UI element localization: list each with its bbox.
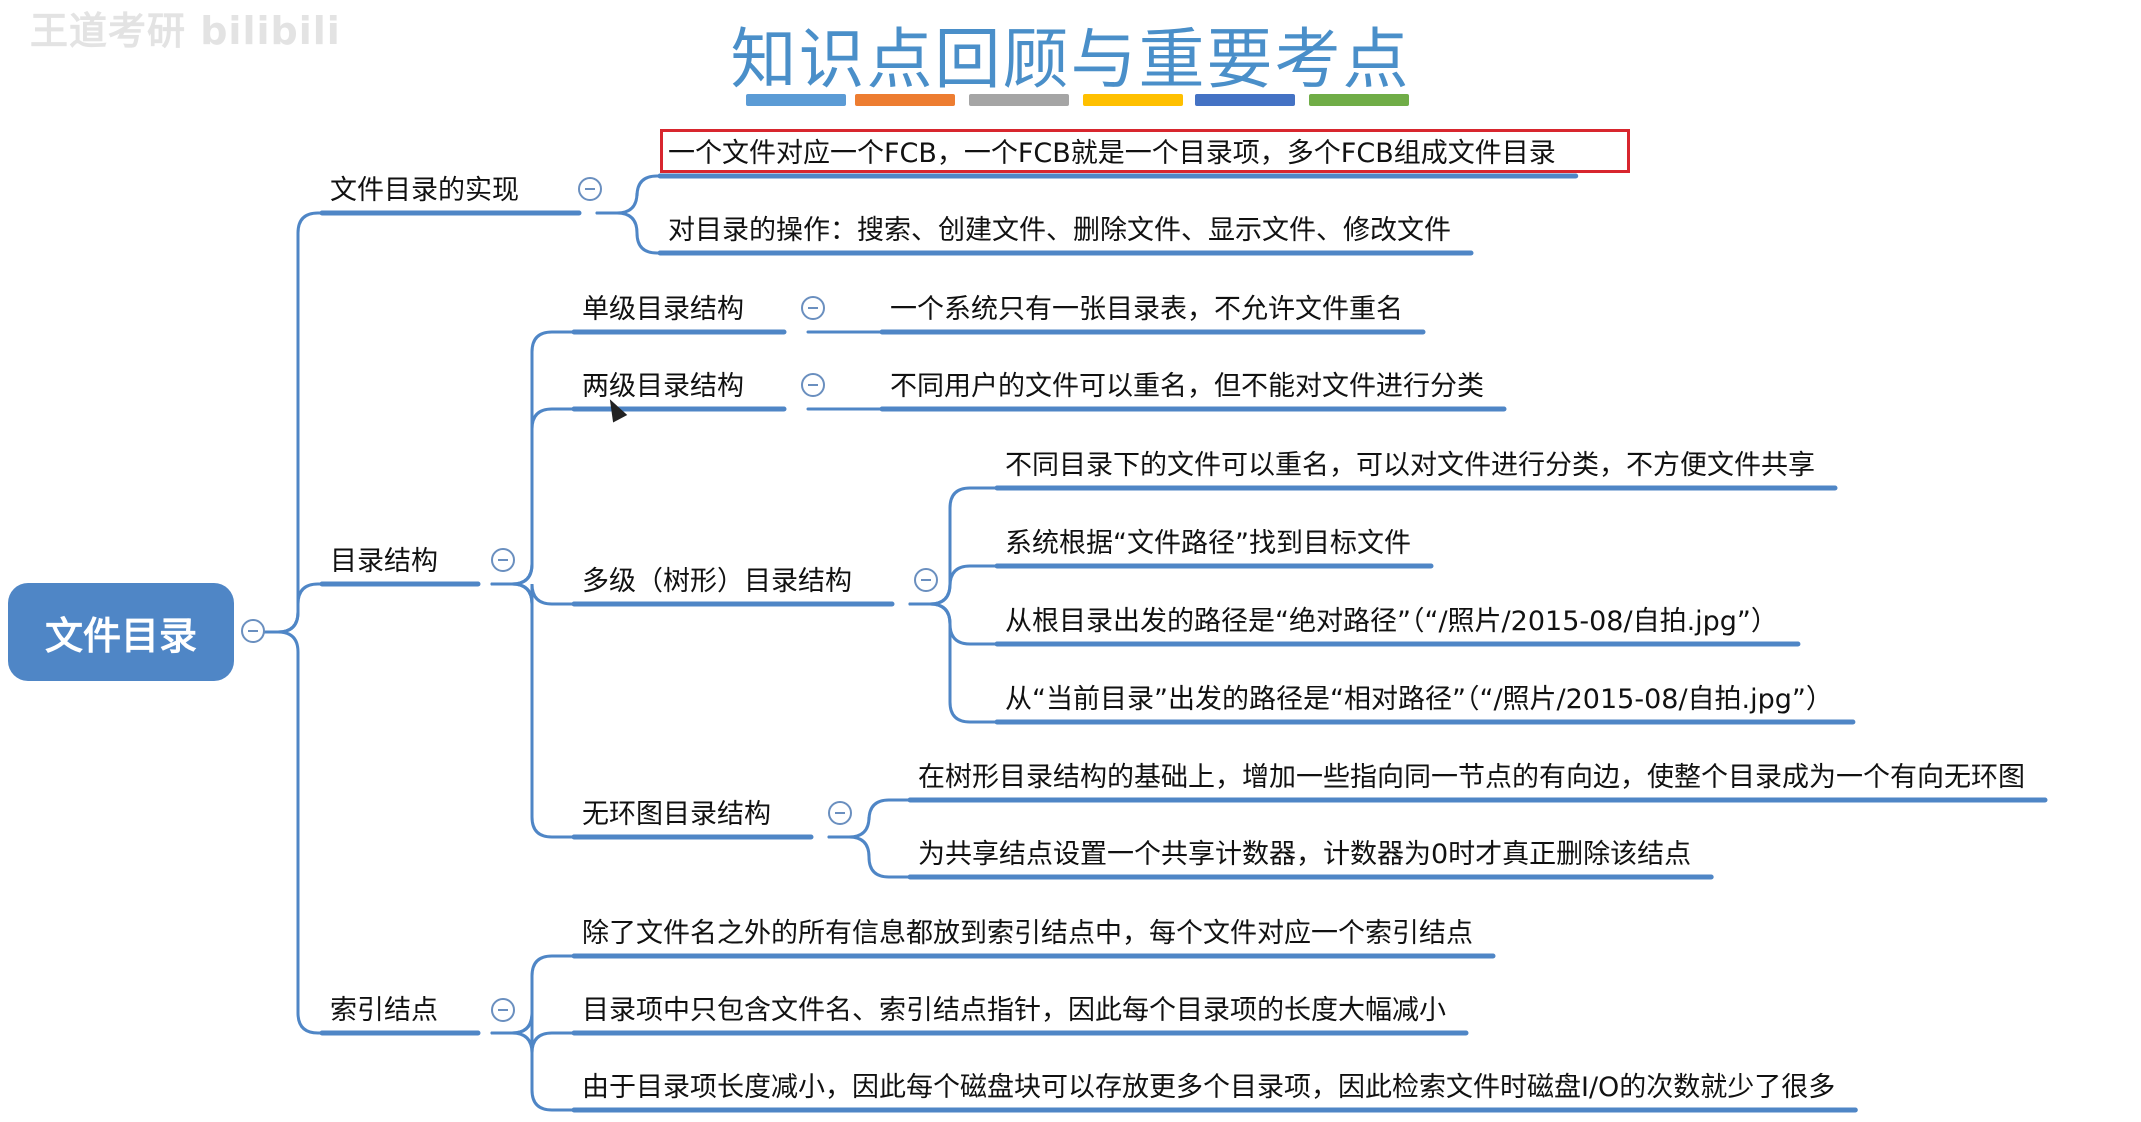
- collapse-root-icon[interactable]: [241, 619, 265, 643]
- connector-multi: [908, 602, 999, 724]
- leaf-multi-2[interactable]: 系统根据“文件路径”找到目标文件: [1005, 528, 1411, 559]
- node-acyclic[interactable]: 无环图目录结构: [582, 799, 771, 830]
- title-color-bar-4: [1083, 94, 1183, 106]
- title-color-bar-1: [746, 94, 846, 106]
- connector-inode: [490, 1031, 576, 1112]
- leaf-multi-4[interactable]: 从“当前目录”出发的路径是“相对路径”（“/照片/2015-08/自拍.jpg”…: [1005, 684, 1833, 715]
- connector-multi: [908, 564, 999, 606]
- leaf-multi-3[interactable]: 从根目录出发的路径是“绝对路径”（“/照片/2015-08/自拍.jpg”）: [1005, 606, 1778, 637]
- connector-root: [256, 582, 324, 634]
- node-inode[interactable]: 索引结点: [330, 995, 438, 1026]
- collapse-implementation-icon[interactable]: [578, 177, 602, 201]
- node-implementation[interactable]: 文件目录的实现: [330, 175, 519, 206]
- connector-implementation: [595, 211, 662, 255]
- collapse-single-icon[interactable]: [801, 296, 825, 320]
- leaf-multi-1[interactable]: 不同目录下的文件可以重名，可以对文件进行分类，不方便文件共享: [1005, 450, 1815, 481]
- connector-acyclic: [827, 798, 912, 839]
- title-color-bar-6: [1309, 94, 1409, 106]
- root-node[interactable]: 文件目录: [8, 583, 234, 681]
- node-single-level[interactable]: 单级目录结构: [582, 294, 744, 325]
- collapse-multi-level-icon[interactable]: [914, 568, 938, 592]
- leaf-inode-1[interactable]: 除了文件名之外的所有信息都放到索引结点中，每个文件对应一个索引结点: [582, 918, 1473, 949]
- connector-structure: [490, 582, 576, 839]
- collapse-acyclic-icon[interactable]: [828, 801, 852, 825]
- watermark: 王道考研 bilibili: [30, 9, 341, 53]
- connector-structure: [490, 407, 576, 586]
- collapse-structure-icon[interactable]: [491, 548, 515, 572]
- leaf-fcb[interactable]: 一个文件对应一个FCB，一个FCB就是一个目录项，多个FCB组成文件目录: [668, 138, 1556, 169]
- node-multi-level[interactable]: 多级（树形）目录结构: [582, 566, 852, 597]
- leaf-acyclic-2[interactable]: 为共享结点设置一个共享计数器，计数器为0时才真正删除该结点: [918, 839, 1692, 870]
- node-two-level[interactable]: 两级目录结构: [582, 371, 744, 402]
- connector-root: [256, 211, 324, 634]
- collapse-two-level-icon[interactable]: [801, 373, 825, 397]
- leaf-acyclic-1[interactable]: 在树形目录结构的基础上，增加一些指向同一节点的有向边，使整个目录成为一个有向无环…: [918, 762, 2025, 793]
- connector-inode: [490, 1012, 576, 1054]
- connector-root: [256, 630, 324, 1035]
- title-color-bar-5: [1195, 94, 1295, 106]
- page-title: 知识点回顾与重要考点: [730, 21, 1411, 98]
- highlight-box: [660, 129, 1630, 173]
- leaf-inode-2[interactable]: 目录项中只包含文件名、索引结点指针，因此每个目录项的长度大幅减小: [582, 995, 1446, 1026]
- collapse-inode-icon[interactable]: [491, 998, 515, 1022]
- node-structure[interactable]: 目录结构: [330, 546, 438, 577]
- connector-implementation: [595, 174, 662, 215]
- leaf-inode-3[interactable]: 由于目录项长度减小，因此每个磁盘块可以存放更多个目录项，因此检索文件时磁盘I/O…: [582, 1072, 1836, 1103]
- leaf-two-level[interactable]: 不同用户的文件可以重名，但不能对文件进行分类: [890, 371, 1484, 402]
- title-color-bar-3: [969, 94, 1069, 106]
- leaf-dir-ops[interactable]: 对目录的操作：搜索、创建文件、删除文件、显示文件、修改文件: [668, 215, 1451, 246]
- connector-multi: [908, 602, 999, 646]
- leaf-single[interactable]: 一个系统只有一张目录表，不允许文件重名: [890, 294, 1403, 325]
- connector-acyclic: [827, 835, 912, 879]
- title-color-bar-2: [855, 94, 955, 106]
